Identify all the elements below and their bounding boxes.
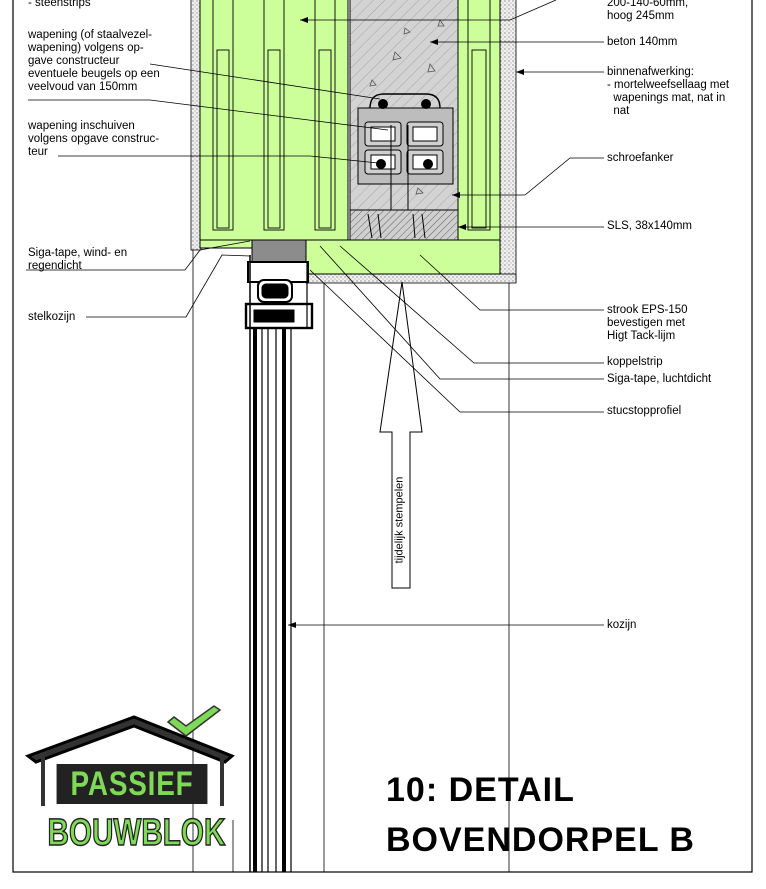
leader-arrowheads xyxy=(288,17,524,628)
logo-roof xyxy=(24,715,235,764)
title-line-1: 10: DETAIL xyxy=(386,771,575,809)
bottom-plaster xyxy=(305,273,517,284)
logo-word-passief: PASSIEF xyxy=(56,764,208,804)
label-schroefanker: schroefanker xyxy=(607,152,674,164)
label-stempelen: tijdelijk stempelen xyxy=(393,476,406,564)
label-stelkozijn: stelkozijn xyxy=(28,311,76,323)
label-koppelstrip: koppelstrip xyxy=(607,356,663,368)
title-line-2: BOVENDORPEL B xyxy=(386,821,695,859)
label-wapening-staalvezel: wapening (of staalvezel- wapening) volge… xyxy=(28,29,160,93)
eps-slots xyxy=(212,0,491,231)
sheet-frame xyxy=(12,0,753,873)
label-sls: SLS, 38x140mm xyxy=(607,220,693,232)
screw-anchors xyxy=(367,213,426,239)
label-afmeting: 200-140-60mm, hoog 245mm xyxy=(607,0,689,22)
label-wapening-inschuiven: wapening inschuiven volgens opgave const… xyxy=(28,120,160,158)
window-frame xyxy=(244,239,314,872)
label-steenstrips: - steenstrips xyxy=(28,0,91,9)
logo-chimney xyxy=(41,756,224,806)
label-eps: strook EPS-150 bevestigen met Higt Tack-… xyxy=(607,304,688,342)
label-beton: beton 140mm xyxy=(607,36,678,48)
label-siga-lucht: Siga-tape, luchtdicht xyxy=(607,373,712,385)
leader-lines xyxy=(26,0,604,626)
rebar-bars xyxy=(376,99,433,169)
eps-insulation xyxy=(199,0,501,275)
label-siga-wind: Siga-tape, wind- en regendicht xyxy=(28,247,128,272)
temporary-prop-arrow xyxy=(379,281,423,589)
label-binnenafwerking: binnenafwerking: - mortelweefsellaag met… xyxy=(607,66,730,117)
logo-word-bouwblok: BOUWBLOK xyxy=(47,811,226,855)
label-stucstop: stucstopprofiel xyxy=(607,405,682,417)
logo-checkmark xyxy=(166,705,222,737)
label-kozijn: kozijn xyxy=(607,619,637,631)
